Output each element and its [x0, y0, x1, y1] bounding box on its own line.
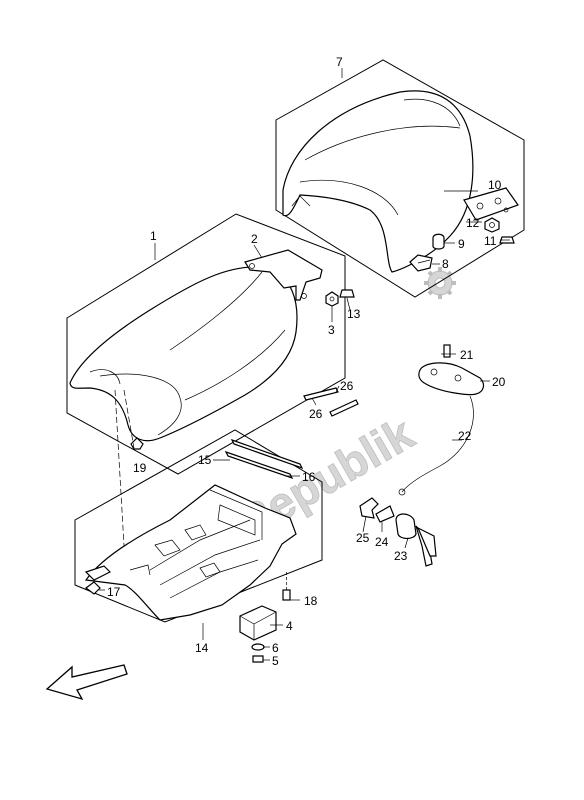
callout-17: 17: [107, 585, 121, 599]
callout-12: 12: [466, 216, 480, 230]
seat-lock-assembly: [359, 344, 485, 567]
callout-11: 11: [484, 234, 497, 248]
callout-leaders: [99, 68, 510, 661]
callout-16: 16: [302, 470, 316, 484]
callout-18: 18: [304, 594, 318, 608]
callout-6: 6: [272, 641, 279, 655]
seat-tray-group: [74, 429, 323, 663]
callout-7: 7: [336, 55, 343, 69]
main-seat-group: [66, 213, 355, 581]
callout-labels: 7 10 12 9 11 8 1 2 3 13 21 20 26 26 22 1…: [107, 55, 506, 668]
callout-20: 20: [492, 375, 506, 389]
callout-23: 23: [394, 549, 408, 563]
callout-15: 15: [198, 453, 212, 467]
callout-3: 3: [328, 323, 335, 337]
callout-14: 14: [195, 641, 209, 655]
pillion-seat-group: [275, 59, 525, 298]
seat-strap: [303, 387, 359, 417]
callout-2: 2: [251, 232, 258, 246]
callout-4: 4: [286, 619, 293, 633]
callout-1: 1: [150, 229, 157, 243]
callout-21: 21: [460, 348, 474, 362]
callout-24: 24: [375, 535, 389, 549]
callout-13: 13: [347, 307, 361, 321]
callout-8: 8: [442, 257, 449, 271]
callout-19: 19: [133, 461, 147, 475]
callout-26b: 26: [309, 407, 323, 421]
gear-icon: [424, 267, 456, 299]
callout-26a: 26: [340, 379, 354, 393]
callout-5: 5: [272, 654, 279, 668]
arrow-left-down-icon: [45, 664, 128, 701]
callout-22: 22: [458, 429, 472, 443]
callout-10: 10: [488, 178, 502, 192]
callout-25: 25: [356, 531, 370, 545]
callout-9: 9: [458, 237, 465, 251]
